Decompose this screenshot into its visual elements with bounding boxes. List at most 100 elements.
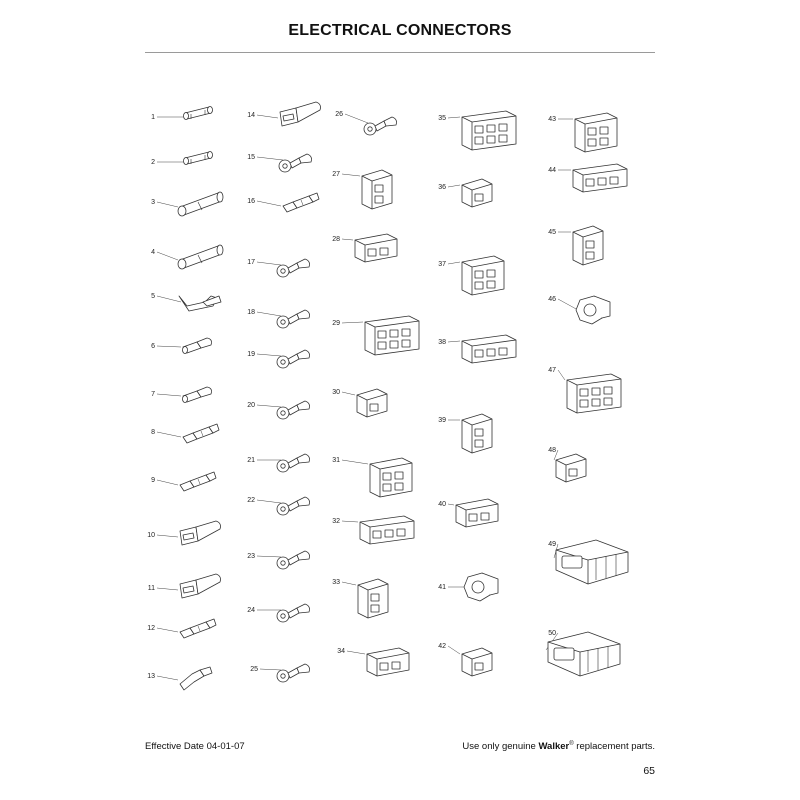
part-number-label: 42: [438, 643, 446, 650]
connector-housing-drawing: [566, 373, 622, 414]
ring-terminal-drawing: [276, 496, 310, 516]
part-number-label: 8: [151, 429, 155, 436]
part-number-label: 39: [438, 417, 446, 424]
open-spade-drawing: [179, 666, 213, 691]
leader-line: [156, 295, 182, 303]
connector-housing-drawing: [455, 498, 499, 528]
part-number-label: 43: [548, 116, 556, 123]
part-number-label: 48: [548, 447, 556, 454]
part-number-label: 27: [332, 171, 340, 178]
fuse-drawing: [183, 106, 213, 120]
leader-line: [557, 298, 579, 311]
fuse-drawing: [183, 151, 213, 165]
leader-line: [156, 345, 182, 348]
leader-line: [341, 520, 359, 523]
leader-line: [256, 555, 282, 558]
leader-line: [156, 431, 182, 438]
bullet-terminal-drawing: [182, 386, 212, 403]
connector-housing-drawing: [356, 388, 388, 418]
part-number-label: 2: [151, 159, 155, 166]
leader-line: [341, 459, 369, 465]
leader-line: [341, 173, 361, 177]
part-number-label: 41: [438, 584, 446, 591]
part-number-label: 34: [337, 648, 345, 655]
page-title: ELECTRICAL CONNECTORS: [288, 22, 512, 39]
sealed-connector-drawing: [547, 631, 621, 677]
leader-line: [256, 200, 282, 207]
connector-housing-drawing: [574, 112, 618, 153]
part-number-label: 26: [335, 111, 343, 118]
ring-terminal-drawing: [276, 258, 310, 278]
connector-housing-drawing: [461, 647, 493, 677]
part-number-label: 21: [247, 457, 255, 464]
leader-line: [156, 675, 179, 681]
part-number-label: 29: [332, 320, 340, 327]
connector-housing-drawing: [461, 413, 493, 454]
leader-line: [156, 479, 179, 486]
connector-housing-drawing: [359, 515, 415, 545]
part-number-label: 7: [151, 391, 155, 398]
round-connector-drawing: [463, 572, 499, 602]
butt-splice-drawing: [177, 244, 224, 270]
part-number-label: 50: [548, 630, 556, 637]
part-number-label: 25: [250, 666, 258, 673]
leader-line: [344, 113, 369, 124]
brand-name: Walker: [538, 741, 570, 753]
leader-line: [156, 587, 179, 591]
part-number-label: 1: [151, 114, 155, 121]
notice-prefix: Use only genuine: [462, 741, 539, 753]
leader-line: [156, 201, 179, 208]
connector-housing-drawing: [461, 178, 493, 208]
spade-terminal-drawing: [282, 192, 320, 213]
leader-line: [256, 311, 282, 317]
connector-housing-drawing: [461, 334, 517, 364]
part-number-label: 14: [247, 112, 255, 119]
leader-line: [341, 238, 354, 241]
round-connector-drawing: [575, 295, 611, 325]
leader-line: [447, 184, 461, 188]
part-number-label: 46: [548, 296, 556, 303]
page-number: 65: [643, 765, 655, 777]
leader-line: [447, 261, 461, 265]
ring-terminal-drawing: [363, 116, 397, 136]
leader-line: [447, 503, 455, 506]
insulated-spade-drawing: [179, 520, 221, 546]
connector-housing-drawing: [572, 225, 604, 266]
flag-terminal-drawing: [178, 295, 222, 312]
part-number-label: 11: [148, 585, 155, 592]
spade-terminal-drawing: [182, 423, 220, 444]
sealed-connector-drawing: [555, 539, 629, 585]
connector-housing-drawing: [354, 233, 398, 263]
part-number-label: 44: [548, 167, 556, 174]
ring-terminal-drawing: [276, 453, 310, 473]
leader-line: [557, 369, 566, 381]
leader-line: [341, 581, 357, 586]
ring-terminal-drawing: [276, 349, 310, 369]
spade-terminal-drawing: [179, 618, 217, 639]
ring-terminal-drawing: [276, 309, 310, 329]
part-number-label: 13: [147, 673, 155, 680]
part-number-label: 35: [438, 115, 446, 122]
insulated-spade-drawing: [279, 101, 321, 127]
part-number-label: 32: [332, 518, 340, 525]
part-number-label: 23: [247, 553, 255, 560]
title-rule: [145, 52, 655, 53]
part-number-label: 9: [151, 477, 155, 484]
ring-terminal-drawing: [276, 663, 310, 683]
ring-terminal-drawing: [276, 400, 310, 420]
connector-housing-drawing: [555, 453, 587, 483]
part-number-label: 37: [438, 261, 446, 268]
part-number-label: 47: [548, 367, 556, 374]
part-number-label: 31: [332, 457, 340, 464]
part-number-label: 24: [247, 607, 255, 614]
part-number-label: 12: [147, 625, 155, 632]
leader-line: [156, 627, 179, 633]
leader-line: [447, 645, 461, 655]
leader-line: [553, 449, 559, 461]
part-number-label: 30: [332, 389, 340, 396]
part-number-label: 6: [151, 343, 155, 350]
connector-housing-drawing: [461, 255, 505, 296]
part-number-label: 16: [247, 198, 255, 205]
part-number-label: 3: [151, 199, 155, 206]
part-number-label: 28: [332, 236, 340, 243]
